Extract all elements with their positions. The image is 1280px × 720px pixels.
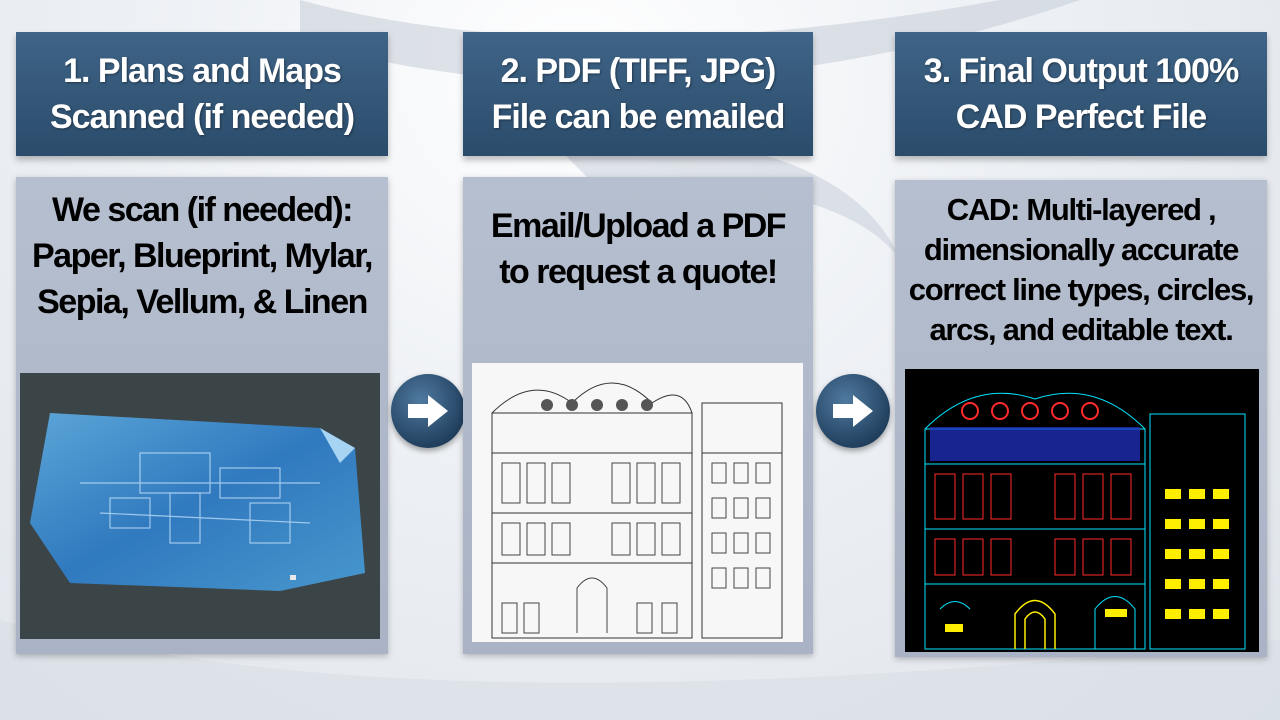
cad-elevation-drawing (905, 369, 1259, 652)
step1-header: 1. Plans and Maps Scanned (if needed) (16, 32, 388, 156)
step2-description: Email/Upload a PDF to request a quote! (490, 207, 787, 291)
step3-description: CAD: Multi-layered , dimensionally accur… (908, 192, 1255, 347)
step2-panel: Email/Upload a PDF to request a quote! (463, 177, 813, 654)
step1-description: We scan (if needed): Paper, Blueprint, M… (31, 191, 374, 321)
right-arrow-icon (816, 374, 890, 448)
step1-title: 1. Plans and Maps Scanned (if needed) (49, 52, 355, 136)
blueprint-photo (20, 373, 380, 639)
step3-header: 3. Final Output 100% CAD Perfect File (895, 32, 1267, 156)
step2-header: 2. PDF (TIFF, JPG) File can be emailed (463, 32, 813, 156)
right-arrow-icon (391, 374, 465, 448)
step2-title: 2. PDF (TIFF, JPG) File can be emailed (491, 52, 786, 136)
scanned-elevation-drawing (472, 363, 803, 642)
step1-panel: We scan (if needed): Paper, Blueprint, M… (16, 177, 388, 654)
step3-panel: CAD: Multi-layered , dimensionally accur… (895, 180, 1267, 657)
step3-title: 3. Final Output 100% CAD Perfect File (923, 52, 1239, 136)
